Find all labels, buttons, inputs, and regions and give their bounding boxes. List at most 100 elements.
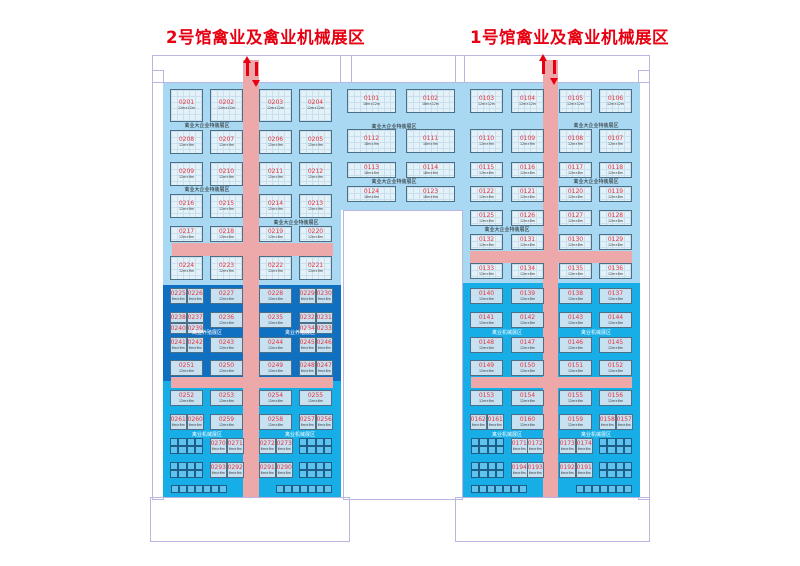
- booth[interactable]: 0233: [316, 323, 333, 334]
- booth[interactable]: 0238: [170, 312, 187, 323]
- booth[interactable]: 0237: [187, 312, 204, 323]
- booth[interactable]: 0231: [316, 312, 333, 323]
- booth[interactable]: 0240: [170, 323, 187, 334]
- booth[interactable]: 0239: [187, 323, 204, 334]
- booth[interactable]: 0234: [299, 323, 316, 334]
- booth[interactable]: 0232: [299, 312, 316, 323]
